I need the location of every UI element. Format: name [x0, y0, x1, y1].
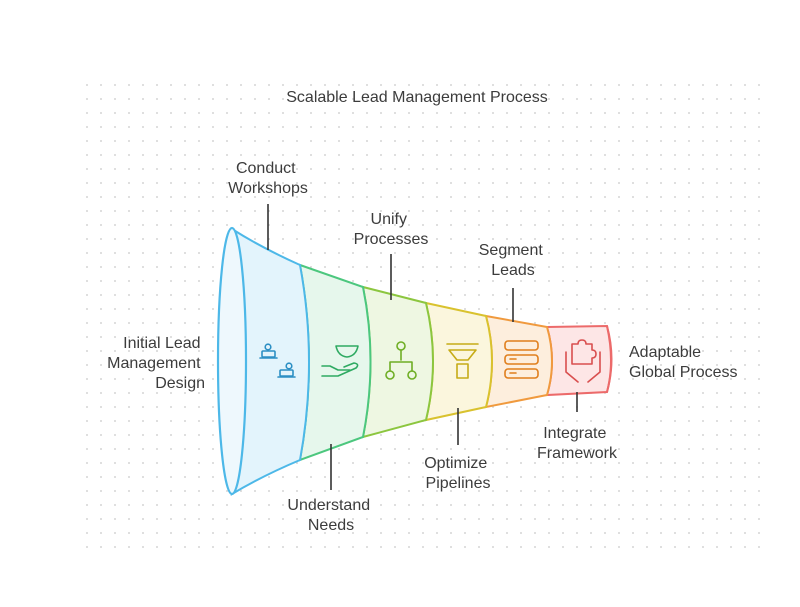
filter-funnel-icon [446, 343, 479, 379]
stage-4-label: Optimize Pipelines [424, 455, 492, 492]
segmented-list-icon [504, 340, 539, 379]
stage-2-label: Understand Needs [287, 497, 374, 534]
segment-6 [545, 324, 612, 397]
funnel-end-cap [606, 325, 613, 393]
segment-5 [484, 314, 553, 409]
hierarchy-nodes-icon [385, 341, 417, 380]
hand-holding-bowl-icon [321, 345, 359, 377]
funnel-mouth [216, 226, 248, 496]
end-label: Adaptable Global Process [629, 344, 738, 381]
stage-3-label: Unify Processes [354, 211, 429, 248]
segment-4 [424, 301, 493, 422]
diagram-title: Scalable Lead Management Process [286, 89, 548, 106]
hands-puzzle-icon [565, 339, 601, 383]
people-at-laptops-icon [259, 343, 296, 378]
segment-2 [298, 263, 372, 462]
stage-6-label: Integrate Framework [537, 425, 618, 462]
stage-5-label: Segment Leads [479, 242, 548, 279]
stage-1-label: Conduct Workshops [228, 160, 308, 197]
start-label: Initial Lead Management Design [107, 335, 205, 392]
